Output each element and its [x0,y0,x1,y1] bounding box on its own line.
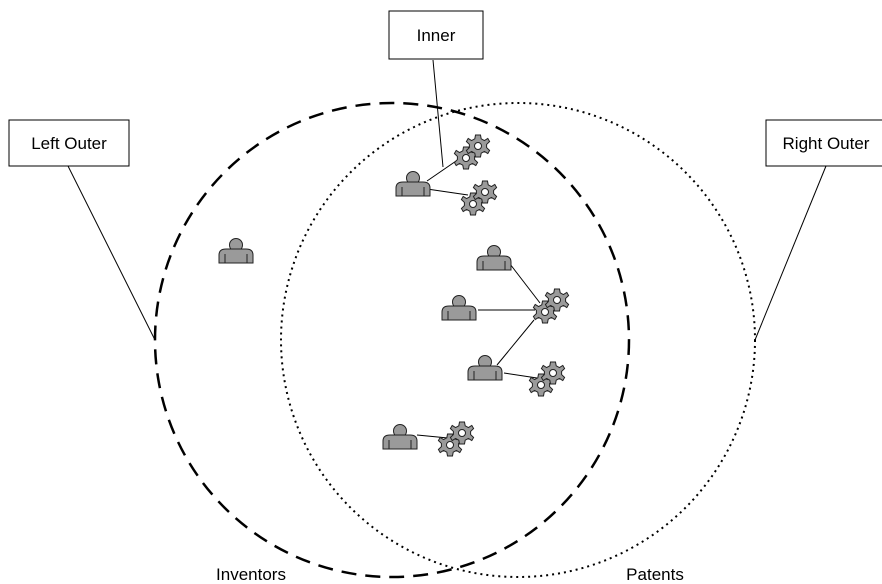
patents-label: Patents [626,565,684,584]
right-outer-box: Right Outer [765,119,882,167]
inner-label: Inner [417,26,456,45]
person-icon [382,424,418,450]
gear-pair-icon [438,422,473,456]
right-outer-label: Right Outer [783,134,870,153]
connections [416,158,541,439]
person-icon [218,238,254,264]
person-icon [476,245,512,271]
gear-pair-icon [454,135,489,169]
right-outer-leader-line [754,165,827,341]
left-outer-box: Left Outer [8,119,130,167]
person-icon [441,295,477,321]
left-outer-leader-line [67,165,156,341]
inventors-circle [153,101,631,579]
gear-pair-icon [529,362,564,396]
inner-leader-line [432,59,444,168]
gear-pair-icon [533,289,568,323]
gear-pair-icon [461,181,496,215]
left-outer-label: Left Outer [31,134,107,153]
person-icon [467,355,503,381]
person-icon [395,171,431,197]
inventors-label: Inventors [216,565,286,584]
inner-box: Inner [388,10,484,60]
